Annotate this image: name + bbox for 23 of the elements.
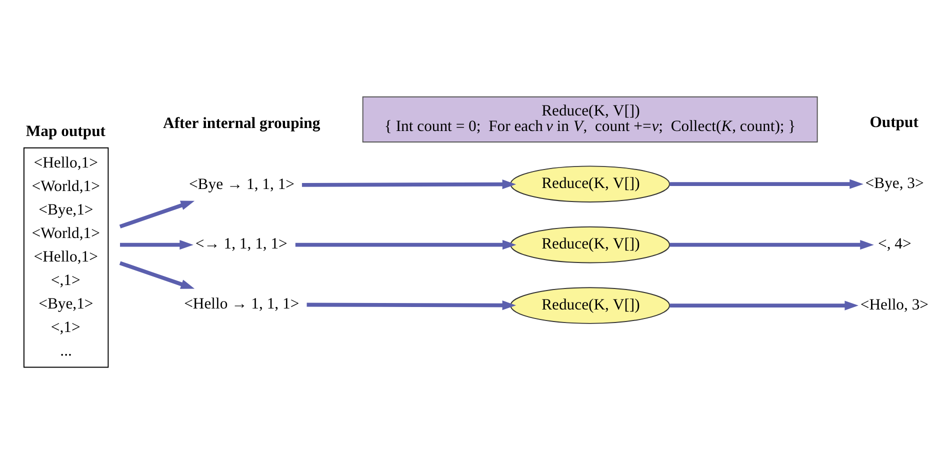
- node-label: Map output: [26, 122, 106, 140]
- label: Output: [870, 114, 918, 132]
- arrow: [119, 200, 195, 228]
- arrow: [295, 240, 516, 250]
- arrow: [120, 240, 194, 250]
- arrow: [302, 180, 516, 190]
- node-box: Reduce(K, V[]) { Int count = 0; For each v in V, count +=v; Collect(K, count); }: [362, 96, 818, 142]
- label: After internal grouping: [163, 115, 320, 132]
- node-ellipse: Reduce(K, V[]): [510, 226, 670, 264]
- arrow: [119, 261, 195, 289]
- node-ellipse: Reduce(K, V[]): [510, 166, 670, 202]
- arrow: [670, 300, 858, 310]
- arrow: [306, 300, 516, 310]
- node-text: <Hello, 3>: [860, 296, 929, 314]
- arrow: [670, 179, 864, 189]
- node-text: <Bye, 3>: [865, 174, 924, 192]
- node-text: <Hello → 1, 1, 1>: [184, 295, 300, 312]
- node-text: <Bye → 1, 1, 1>: [188, 176, 295, 193]
- node-ellipse: Reduce(K, V[]): [510, 287, 670, 324]
- node-box: <Hello,1> <World,1> <Bye,1> <World,1> <Hello,1> <,1> <Bye,1> <,1> ...: [23, 147, 109, 368]
- node-text: <, 4>: [878, 236, 912, 253]
- node-text: <→ 1, 1, 1, 1>: [195, 236, 288, 253]
- arrow: [670, 240, 874, 250]
